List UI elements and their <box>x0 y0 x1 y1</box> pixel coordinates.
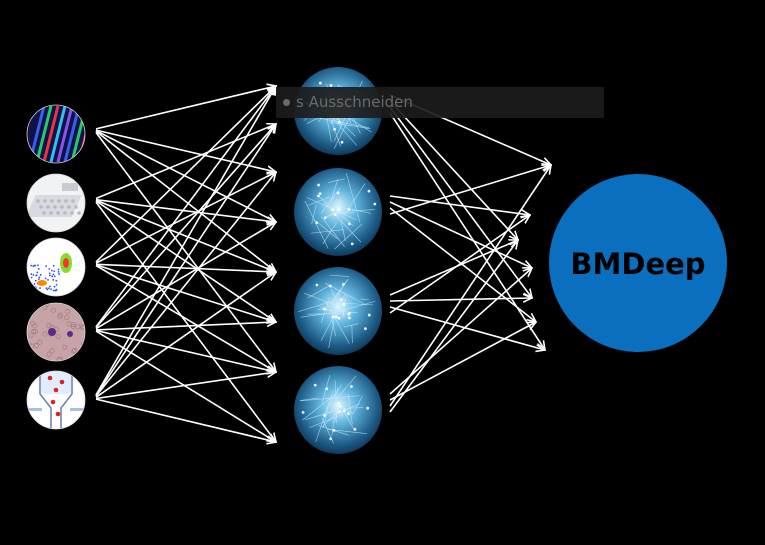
input-node <box>26 104 86 164</box>
flow-channel-icon <box>27 371 85 429</box>
edges-layer <box>95 86 551 442</box>
edge-arrow <box>95 199 276 272</box>
edge-arrow <box>95 172 276 264</box>
input-node <box>26 370 86 430</box>
neural-network-icon <box>304 172 377 250</box>
edge-arrow <box>95 86 276 396</box>
scatter-plot-icon <box>27 238 85 296</box>
edge-arrow <box>95 222 276 330</box>
edge-arrow <box>95 398 276 442</box>
edge-arrow <box>95 322 276 331</box>
edge-arrow <box>389 165 551 215</box>
edge-arrow <box>389 165 551 407</box>
edge-arrow <box>95 201 276 442</box>
input-layer <box>26 104 86 430</box>
edge-arrow <box>95 372 276 400</box>
edge-arrow <box>389 207 536 322</box>
hidden-node <box>294 366 382 454</box>
edge-arrow <box>389 106 532 298</box>
output-node: BMDeep <box>549 174 727 352</box>
cell-smear-icon <box>27 303 85 361</box>
input-node <box>26 173 86 233</box>
well-plate-icon <box>27 174 85 232</box>
edge-arrow <box>389 306 545 350</box>
edge-arrow <box>95 200 276 322</box>
edge-arrow <box>95 86 276 263</box>
edge-arrow <box>389 195 530 215</box>
edge-arrow <box>95 124 276 329</box>
output-node-circle <box>549 174 727 352</box>
edge-arrow <box>95 86 276 130</box>
edge-arrow <box>95 124 276 396</box>
neural-network-icon <box>299 374 370 444</box>
hidden-layer <box>294 67 382 454</box>
edge-arrow <box>95 124 276 200</box>
edge-arrow <box>389 100 518 240</box>
hidden-node <box>294 267 382 355</box>
input-node <box>26 237 86 297</box>
edge-arrow <box>389 112 545 350</box>
edge-arrow <box>95 129 276 172</box>
edge-arrow <box>95 263 276 272</box>
edge-arrow <box>389 240 518 413</box>
edge-arrow <box>389 322 536 401</box>
edge-arrow <box>95 129 276 222</box>
edge-arrow <box>95 132 276 373</box>
output-node-label: BMDeep <box>570 247 705 281</box>
tooltip-text: s Ausschneiden <box>296 93 413 111</box>
edge-arrow <box>95 198 276 222</box>
tooltip-bullet-icon <box>283 99 290 106</box>
edge-arrow <box>389 268 532 395</box>
edge-arrow <box>95 329 276 373</box>
edge-arrow <box>95 172 276 397</box>
edge-arrow <box>95 264 276 373</box>
input-node <box>26 302 86 362</box>
edge-arrow <box>95 264 276 322</box>
edge-arrow <box>389 201 532 268</box>
edge-arrow <box>95 130 276 272</box>
cut-tooltip: s Ausschneiden <box>276 87 604 118</box>
edge-arrow <box>95 86 276 328</box>
neural-network-icon <box>298 275 376 348</box>
hidden-node <box>294 168 382 256</box>
edge-arrow <box>95 272 276 398</box>
